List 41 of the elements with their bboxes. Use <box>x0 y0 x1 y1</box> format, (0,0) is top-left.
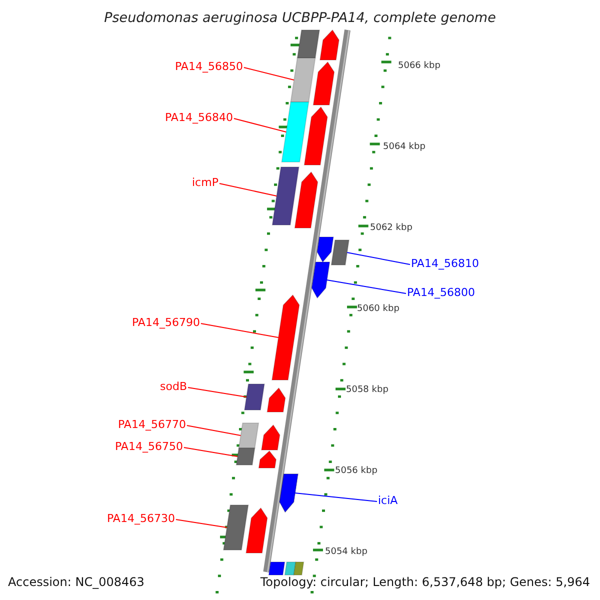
gene-label: PA14_56790 <box>132 316 200 329</box>
gene-label: PA14_56730 <box>107 512 175 525</box>
tick-label: 5054 kbp <box>325 546 368 559</box>
footer-text: Accession: NC_008463 <box>8 575 144 590</box>
gene-feature <box>271 294 300 380</box>
leader-line <box>188 387 247 398</box>
gene-label: iciA <box>378 494 398 507</box>
gene-label: sodB <box>160 380 187 393</box>
gene-label: PA14_56770 <box>118 418 186 431</box>
tick-label: 5066 kbp <box>398 60 440 73</box>
gene-label: PA14_56850 <box>175 60 243 73</box>
tick-label: 5064 kbp <box>383 141 426 154</box>
footer-text: Topology: circular; Length: 6,537,648 bp; Genes: 5,964 <box>260 575 590 590</box>
leader-line <box>294 492 378 502</box>
gene-feature <box>290 58 316 102</box>
gene-feature <box>330 240 350 266</box>
leader-line <box>326 280 406 294</box>
leader-line <box>243 67 294 80</box>
tick-label: 5056 kbp <box>335 465 378 478</box>
leader-line <box>200 323 279 338</box>
leader-line <box>175 519 228 528</box>
gene-feature <box>311 262 330 299</box>
leader-line <box>183 447 238 457</box>
leader-line <box>186 425 242 436</box>
leader-line <box>233 118 287 132</box>
leader-line <box>218 183 278 196</box>
gene-feature <box>222 504 249 550</box>
gene-feature <box>281 102 310 162</box>
gene-feature <box>244 384 265 410</box>
gene-label: icmP <box>192 176 218 189</box>
tick-label: 5062 kbp <box>370 222 412 235</box>
gene-feature <box>238 422 260 448</box>
chart-title: Pseudomonas aeruginosa UCBPP-PA14, complete genome <box>104 10 496 26</box>
gene-label: PA14_56750 <box>115 440 183 453</box>
gene-label: PA14_56810 <box>411 257 479 270</box>
gene-feature <box>236 448 256 466</box>
tick-label: 5058 kbp <box>346 384 388 397</box>
tick-label: 5060 kbp <box>357 303 400 316</box>
gene-feature <box>272 166 300 226</box>
gene-label: PA14_56800 <box>407 286 475 299</box>
gene-label: PA14_56840 <box>165 111 233 124</box>
